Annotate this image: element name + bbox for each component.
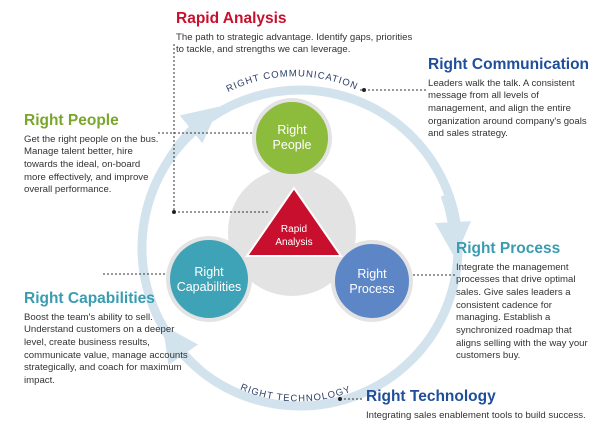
node-right-capabilities-line2: Capabilities bbox=[177, 280, 242, 294]
node-right-capabilities bbox=[166, 236, 252, 322]
right-technology-body: Integrating sales enablement tools to bu… bbox=[366, 409, 586, 421]
node-right-process-line1: Right bbox=[357, 267, 387, 281]
rapid-analysis-body: The path to strategic advantage. Identif… bbox=[176, 31, 413, 56]
center-triangle-rapid-analysis bbox=[245, 186, 343, 257]
center-label-line2: Analysis bbox=[275, 237, 312, 248]
ring-arrow-right bbox=[435, 193, 472, 258]
right-communication-block: Right Communication Leaders walk the tal… bbox=[428, 56, 594, 141]
node-right-capabilities-line1: Right bbox=[194, 265, 224, 279]
connector-dot bbox=[338, 397, 342, 401]
connector-dot bbox=[172, 210, 176, 214]
right-people-block: Right People Get the right people on the… bbox=[24, 112, 164, 197]
center-label-line1: Rapid bbox=[281, 224, 307, 235]
right-capabilities-body: Boost the team's ability to sell. Unders… bbox=[24, 311, 188, 387]
right-process-block: Right Process Integrate the management p… bbox=[456, 240, 596, 363]
right-process-title: Right Process bbox=[456, 240, 561, 257]
node-right-people-line2: People bbox=[273, 138, 312, 152]
node-right-people bbox=[252, 98, 332, 178]
right-technology-block: Right Technology Integrating sales enabl… bbox=[366, 388, 594, 422]
node-right-process bbox=[331, 240, 413, 322]
right-communication-body: Leaders walk the talk. A consistent mess… bbox=[428, 77, 587, 140]
right-communication-title: Right Communication bbox=[428, 56, 590, 73]
right-technology-title: Right Technology bbox=[366, 388, 496, 405]
ring-arrow-bottom-left bbox=[162, 325, 204, 374]
connector-dot bbox=[362, 88, 366, 92]
right-people-body: Get the right people on the bus. Manage … bbox=[24, 133, 159, 196]
right-process-body: Integrate the management processes that … bbox=[456, 261, 588, 362]
rapid-analysis-block: Rapid Analysis The path to strategic adv… bbox=[176, 10, 416, 57]
right-capabilities-title: Right Capabilities bbox=[24, 290, 155, 307]
ring-arrow-top-left bbox=[166, 106, 219, 161]
node-right-process-line2: Process bbox=[349, 282, 394, 296]
right-capabilities-block: Right Capabilities Boost the team's abil… bbox=[24, 290, 190, 388]
rapid-analysis-title: Rapid Analysis bbox=[176, 10, 287, 27]
right-people-title: Right People bbox=[24, 112, 119, 129]
node-right-people-line1: Right bbox=[277, 123, 307, 137]
